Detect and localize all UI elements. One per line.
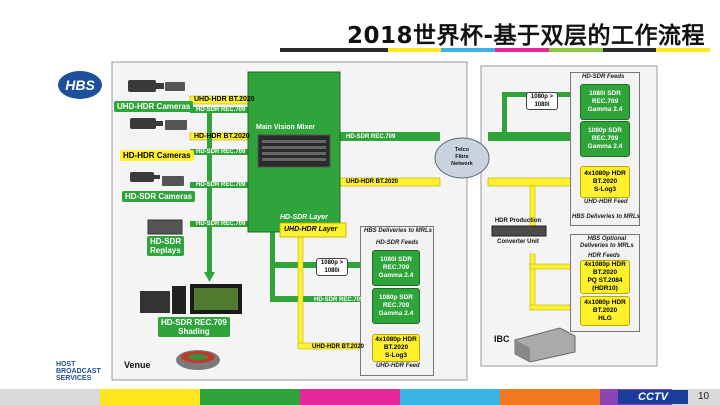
title-bar-segment: [548, 48, 603, 52]
shading-monitor-icon: [140, 284, 242, 314]
footer-bar-segment: [0, 389, 100, 405]
mixer-out-hd-sdr-label: HD-SDR REC.709: [346, 134, 396, 140]
ibc-label: IBC: [494, 334, 510, 344]
ibc-building-icon: [514, 327, 576, 363]
ibc-opt-hlg: 4x1080p HDR BT.2020 HLG: [580, 296, 630, 326]
line-hd-sdr-2-label: HD-SDR REC.709: [196, 149, 246, 155]
line-uhd-hdr-label: UHD-HDR BT.2020: [194, 96, 255, 103]
camera-icon: [128, 80, 187, 186]
title-bar-segment: [333, 48, 388, 52]
venue-conv-box: 1080p > 1080i: [316, 258, 348, 276]
mixer-title: Main Vision Mixer: [256, 124, 315, 131]
hd-sdr-layer-label: HD-SDR Layer: [280, 214, 328, 221]
hbs-logo: HBS: [58, 71, 102, 99]
slide-title: 2018世界杯-基于双层的工作流程: [346, 23, 705, 49]
uhd-hdr-layer-label: UHD-HDR Layer: [284, 226, 338, 233]
svg-text:HBS: HBS: [65, 77, 95, 93]
venue-feed-1080i: 1080i SDR REC.709 Gamma 2.4: [372, 250, 420, 286]
footer-bar-segment: [300, 389, 400, 405]
line-hd-sdr-2: [190, 149, 248, 155]
title-bar-segment: [280, 48, 334, 52]
ibc-hdr-feeds-title: HDR Feeds: [588, 253, 621, 259]
replay-server-icon: [147, 219, 183, 235]
page-number: 10: [698, 391, 710, 402]
ibc-uhd-hdr-feed-title: UHD-HDR Feed: [584, 199, 628, 205]
venue-label: Venue: [124, 360, 151, 370]
title-bar-segment: [602, 48, 657, 52]
line-hd-hdr-label: HD-HDR BT.2020: [194, 133, 250, 140]
line-hd-sdr-1-label: HD-SDR REC.709: [196, 107, 246, 113]
telco-label: Telco Fibre Network: [451, 147, 473, 167]
venue-hd-sdr-feeds-title: HD-SDR Feeds: [376, 240, 419, 246]
venue-feed-4x1080p: 4x1080p HDR BT.2020 S-Log3: [372, 334, 420, 362]
line-hd-sdr-3: [190, 182, 248, 188]
title-bar-segment: [387, 48, 442, 52]
title-bar-segment: [495, 48, 549, 52]
ibc-optional-title: HBS Optional Deliveries to MRLs: [580, 236, 634, 249]
line-hd-sdr-4: [190, 221, 248, 227]
hdr-converter-icon: [491, 225, 547, 237]
hdr-production-label: HDR Production: [494, 218, 542, 224]
hd-hdr-cameras-label: HD-HDR Cameras: [120, 150, 194, 161]
hd-sdr-replays-label: HD-SDR Replays: [147, 236, 185, 256]
uhd-hdr-layer-box: [279, 222, 347, 238]
line-hd-sdr-3-label: HD-SDR REC.709: [196, 182, 246, 188]
ibc-feed-1080i: 1080i SDR REC.709 Gamma 2.4: [580, 84, 630, 120]
title-bar-segment: [441, 48, 495, 52]
converter-unit-label: Converter Unit: [497, 239, 539, 245]
cctv-logo: CCTV: [618, 390, 688, 404]
line-hd-sdr-4-label: HD-SDR REC.709: [196, 221, 246, 227]
ibc-feed-1080p: 1080p SDR REC.709 Gamma 2.4: [580, 121, 630, 157]
ibc-conv-box: 1080p > 1080i: [526, 92, 558, 110]
uhd-hdr-cameras-label: UHD-HDR Cameras: [114, 101, 194, 112]
venue-uhd-hdr-feed-title: UHD-HDR Feed: [376, 363, 420, 369]
venue-feed-1080p: 1080p SDR REC.709 Gamma 2.4: [372, 288, 420, 324]
footer-bar-segment: [200, 389, 300, 405]
footer-bar-segment: [400, 389, 500, 405]
title-bar-segment: [656, 48, 710, 52]
ibc-deliveries-title: HBS Deliveries to MRLs: [572, 214, 641, 220]
shading-label: HD-SDR REC.709 Shading: [158, 317, 230, 337]
stadium-icon: [176, 350, 220, 370]
footer-bar-segment: [100, 389, 200, 405]
ibc-feed-4x1080p: 4x1080p HDR BT.2020 S-Log3: [580, 166, 630, 198]
title-color-bar: [280, 48, 710, 52]
mixer-out-hd-sdr: [340, 132, 440, 141]
venue-deliveries-title: HBS Deliveries to MRLs: [364, 228, 433, 234]
ibc-hd-sdr-feeds-title: HD-SDR Feeds: [582, 74, 625, 80]
footer-bar-segment: [500, 389, 600, 405]
venue-line-uhd-hdr-label: UHD-HDR BT.2020: [312, 344, 365, 350]
line-hd-sdr-1: [190, 107, 248, 113]
ibc-opt-hdr10: 4x1080p HDR BT.2020 PQ ST.2084 (HDR10): [580, 260, 630, 294]
footer-color-bar: [0, 389, 720, 405]
host-broadcast-services-text: HOST BROADCAST SERVICES: [56, 361, 101, 382]
mixer-panel: [257, 134, 331, 168]
venue-line-hd-sdr-label: HD-SDR REC.709: [314, 297, 364, 303]
mixer-out-uhd-hdr-label: UHD-HDR BT.2020: [346, 179, 399, 185]
hd-sdr-cameras-label: HD-SDR Cameras: [122, 191, 196, 202]
telco-cloud: [434, 137, 490, 179]
